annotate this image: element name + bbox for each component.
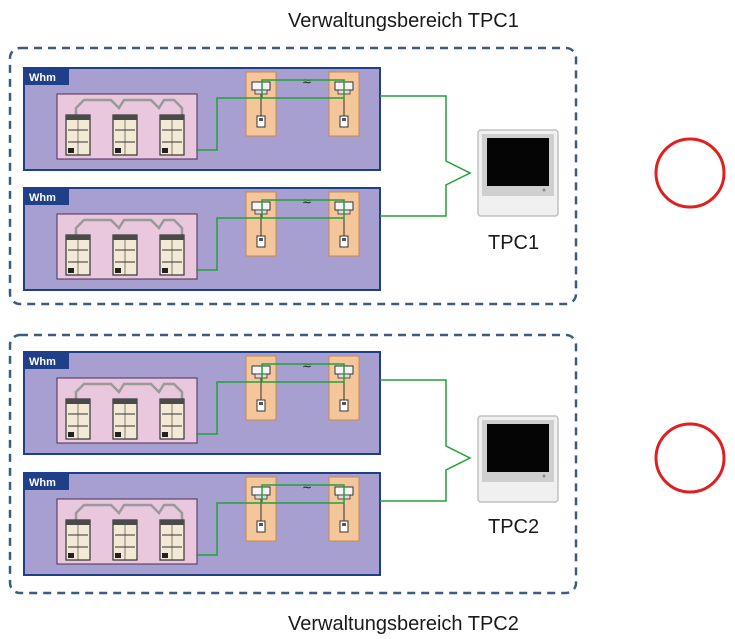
indoor-unit-icon: [245, 191, 277, 257]
system-tag: [25, 69, 69, 85]
controller-wire-tpc1: [380, 95, 472, 217]
outdoor-unit-icon: [65, 234, 91, 276]
outdoor-unit-icon: [65, 114, 91, 156]
outdoor-unit-icon: [159, 398, 185, 440]
system-tag-label: Whm: [29, 356, 56, 368]
touch-panel-controller-tpc1: [477, 129, 559, 217]
system-tag: [25, 189, 69, 205]
transmission-wire: [196, 199, 345, 271]
outdoor-unit-icon: [112, 114, 138, 156]
management-area-tpc1: [8, 46, 578, 306]
refrigerant-pipe: [74, 98, 184, 115]
outdoor-unit-icon: [65, 398, 91, 440]
break-symbol: ≈: [302, 479, 312, 493]
indoor-unit-icon: [245, 476, 277, 542]
touch-panel-controller-tpc2: [477, 415, 559, 503]
system-tag: [25, 474, 69, 490]
indoor-unit-icon: [245, 355, 277, 421]
transmission-wire: [196, 363, 345, 435]
break-symbol: ≈: [302, 358, 312, 372]
outdoor-unit-icon: [65, 519, 91, 561]
refrigerant-pipe: [74, 503, 184, 520]
system-tag-label: Whm: [29, 192, 56, 204]
refrigerant-pipe: [74, 218, 184, 235]
building-system-2: Whm ≈: [23, 187, 381, 291]
building-system-3: Whm ≈: [23, 351, 381, 455]
outdoor-unit-icon: [159, 234, 185, 276]
area-title-tpc2: Verwaltungsbereich TPC2: [288, 613, 519, 635]
outdoor-unit-icon: [159, 519, 185, 561]
indoor-unit-icon: [245, 71, 277, 137]
status-ok-circle-tpc2: [654, 422, 726, 494]
building-system-1: Whm ≈: [23, 67, 381, 171]
outdoor-unit-icon: [112, 234, 138, 276]
system-tag-label: Whm: [29, 477, 56, 489]
controller-wire-tpc2: [380, 379, 472, 502]
transmission-wire: [196, 79, 345, 151]
area-title-tpc1: Verwaltungsbereich TPC1: [288, 10, 519, 32]
outdoor-unit-icon: [112, 398, 138, 440]
outdoor-unit-icon: [112, 519, 138, 561]
system-tag: [25, 353, 69, 369]
management-area-tpc2: [8, 333, 578, 595]
transmission-wire: [196, 484, 345, 556]
controller-screen: [487, 424, 549, 472]
break-symbol: ≈: [302, 74, 312, 88]
status-ok-circle-tpc1: [654, 137, 726, 209]
refrigerant-pipe: [74, 382, 184, 399]
controller-label-tpc2: TPC2: [488, 516, 540, 538]
outdoor-unit-icon: [159, 114, 185, 156]
break-symbol: ≈: [302, 194, 312, 208]
controller-screen: [487, 138, 549, 186]
building-system-4: Whm ≈: [23, 472, 381, 576]
system-tag-label: Whm: [29, 72, 56, 84]
controller-label-tpc1: TPC1: [488, 232, 540, 254]
